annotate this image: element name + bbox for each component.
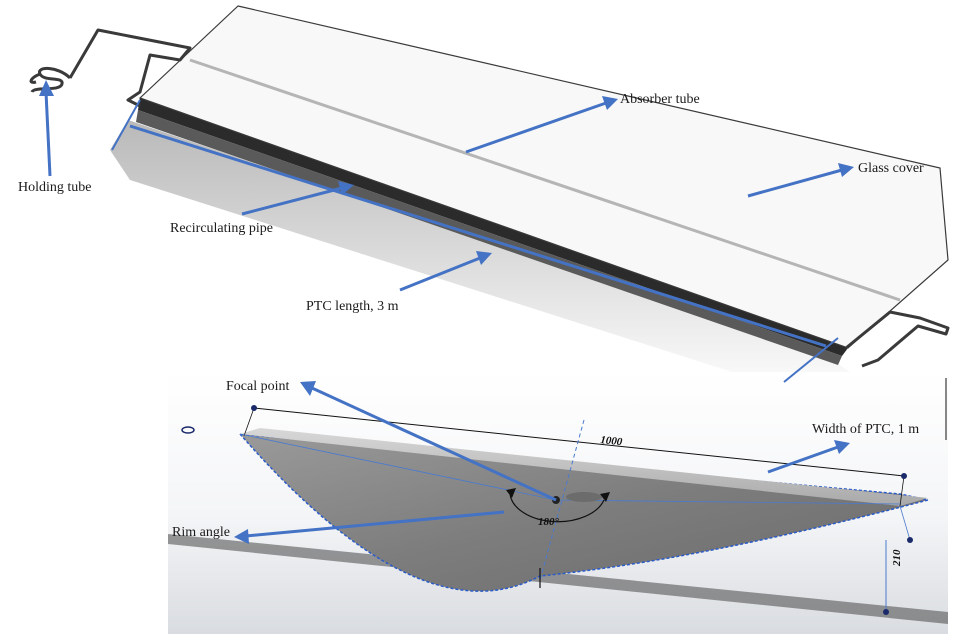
glass-cover-arrow	[747, 168, 843, 198]
width-dim-line	[253, 407, 905, 477]
ptc-length-arrowhead	[476, 251, 492, 265]
ptc-length-tick-left	[111, 99, 141, 151]
labels: Holding tube Absorber tube Glass cover R…	[18, 92, 924, 540]
label-recirculating-pipe: Recirculating pipe	[170, 221, 273, 236]
width-dim-dot-left	[251, 405, 257, 411]
recirculating-pipe-arrow	[241, 186, 343, 216]
rim-angle-arc	[509, 493, 605, 523]
rim-angle-arrow-right	[600, 492, 610, 502]
rim-angle-arrow	[245, 510, 505, 538]
small-marker-left	[181, 426, 195, 434]
depth-dim-ext-top	[899, 505, 911, 541]
ptc-length-line	[129, 124, 827, 348]
label-ptc-length: PTC length, 3 m	[306, 299, 399, 314]
width-dim-dot-right	[901, 473, 907, 479]
width-dim-label: 1000	[600, 434, 624, 448]
holding-tube-arrowhead	[39, 80, 54, 96]
width-dim-ext-right	[899, 475, 905, 507]
width-of-ptc-arrow	[767, 445, 839, 474]
ptc-section-view: 1000 180° 210	[168, 372, 948, 634]
focal-point-arrowhead	[300, 381, 316, 396]
label-focal-point: Focal point	[226, 379, 289, 394]
width-dim-ext-left	[243, 407, 255, 437]
focus-to-rim-line	[239, 433, 557, 501]
callout-arrows	[39, 80, 854, 544]
absorber-tube-arrowhead	[602, 96, 618, 110]
ptc-length-tick-right	[783, 337, 839, 383]
depth-dim-label: 210	[891, 549, 903, 567]
reflector-edge	[136, 110, 842, 365]
rim-angle-arrowhead	[234, 529, 249, 544]
recirculating-pipe-right	[845, 310, 950, 368]
recirculating-pipe-line	[68, 28, 192, 108]
focal-tube	[566, 492, 602, 502]
label-holding-tube: Holding tube	[18, 180, 92, 195]
width-of-ptc-arrowhead	[834, 440, 850, 454]
glass-cover-arrowhead	[838, 163, 854, 177]
holding-tube-arrow	[44, 91, 52, 177]
reflector-body	[138, 98, 848, 356]
depth-dim-dot-top	[907, 537, 913, 543]
ptc-length-arrow	[399, 256, 481, 292]
label-glass-cover: Glass cover	[858, 161, 924, 176]
label-width-of-ptc: Width of PTC, 1 m	[812, 422, 919, 437]
ptc-3d-view	[29, 5, 950, 400]
section-ground-shadow	[168, 534, 948, 624]
absorber-tube-line	[189, 58, 901, 302]
depth-dim-dot-bottom	[883, 609, 889, 615]
rim-angle-arrow-left	[506, 488, 516, 498]
absorber-tube-arrow	[465, 101, 607, 154]
focus-to-rim-line-right	[555, 499, 901, 505]
angle-dim-label: 180°	[538, 516, 560, 528]
holding-tube-coil	[29, 67, 72, 94]
trough-rim	[240, 428, 928, 506]
focal-point-arrow	[311, 386, 557, 502]
label-rim-angle: Rim angle	[172, 525, 230, 540]
label-absorber-tube: Absorber tube	[620, 92, 700, 107]
glass-cover-panel	[138, 5, 949, 349]
